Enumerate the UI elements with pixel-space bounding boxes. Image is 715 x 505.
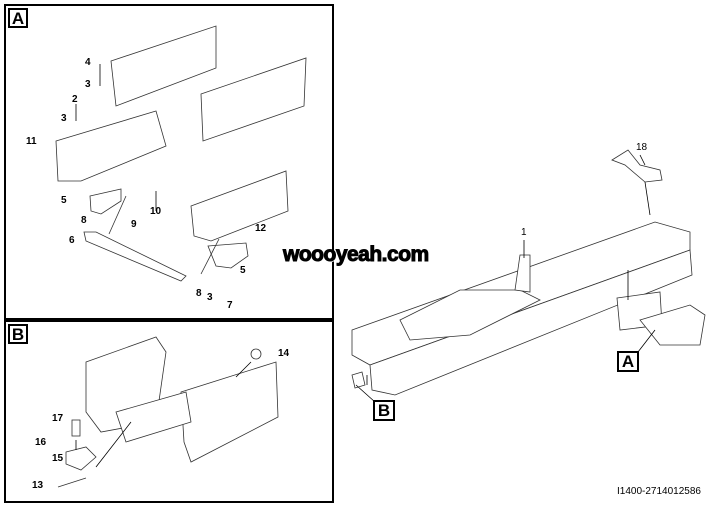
callout-8: 8 bbox=[196, 288, 202, 299]
callout-15: 15 bbox=[52, 453, 64, 464]
callout-1: 1 bbox=[521, 227, 527, 238]
callout-6: 6 bbox=[69, 235, 75, 246]
callout-16: 16 bbox=[35, 437, 47, 448]
callout-9: 9 bbox=[131, 219, 137, 230]
detail-b-drawing bbox=[57, 336, 279, 488]
callout-7: 7 bbox=[227, 300, 233, 311]
detail-a-reference-tag: A bbox=[617, 351, 639, 372]
callout-18: 18 bbox=[636, 142, 648, 153]
watermark: woooyeah.com bbox=[283, 243, 430, 267]
callout-5: 5 bbox=[61, 195, 67, 206]
chassis-frame bbox=[351, 149, 706, 396]
callout-11: 11 bbox=[26, 136, 37, 147]
callout-17: 17 bbox=[52, 413, 64, 424]
callout-5: 5 bbox=[240, 265, 246, 276]
callout-12: 12 bbox=[255, 223, 267, 234]
panel-a-tag: A bbox=[8, 8, 28, 28]
image-id: I1400-2714012586 bbox=[617, 486, 701, 497]
detail-a-drawing bbox=[55, 25, 307, 282]
callout-10: 10 bbox=[150, 206, 162, 217]
callout-3: 3 bbox=[207, 292, 213, 303]
callout-14: 14 bbox=[278, 348, 290, 359]
detail-panel-a: A bbox=[4, 4, 334, 320]
callout-4: 4 bbox=[85, 57, 91, 68]
detail-panel-b: B bbox=[4, 320, 334, 503]
panel-b-tag: B bbox=[8, 324, 28, 344]
callout-13: 13 bbox=[32, 480, 44, 491]
callout-3: 3 bbox=[61, 113, 67, 124]
callout-8: 8 bbox=[81, 215, 87, 226]
detail-b-reference-tag: B bbox=[373, 400, 395, 421]
callout-3: 3 bbox=[85, 79, 91, 90]
callout-2: 2 bbox=[72, 94, 78, 105]
